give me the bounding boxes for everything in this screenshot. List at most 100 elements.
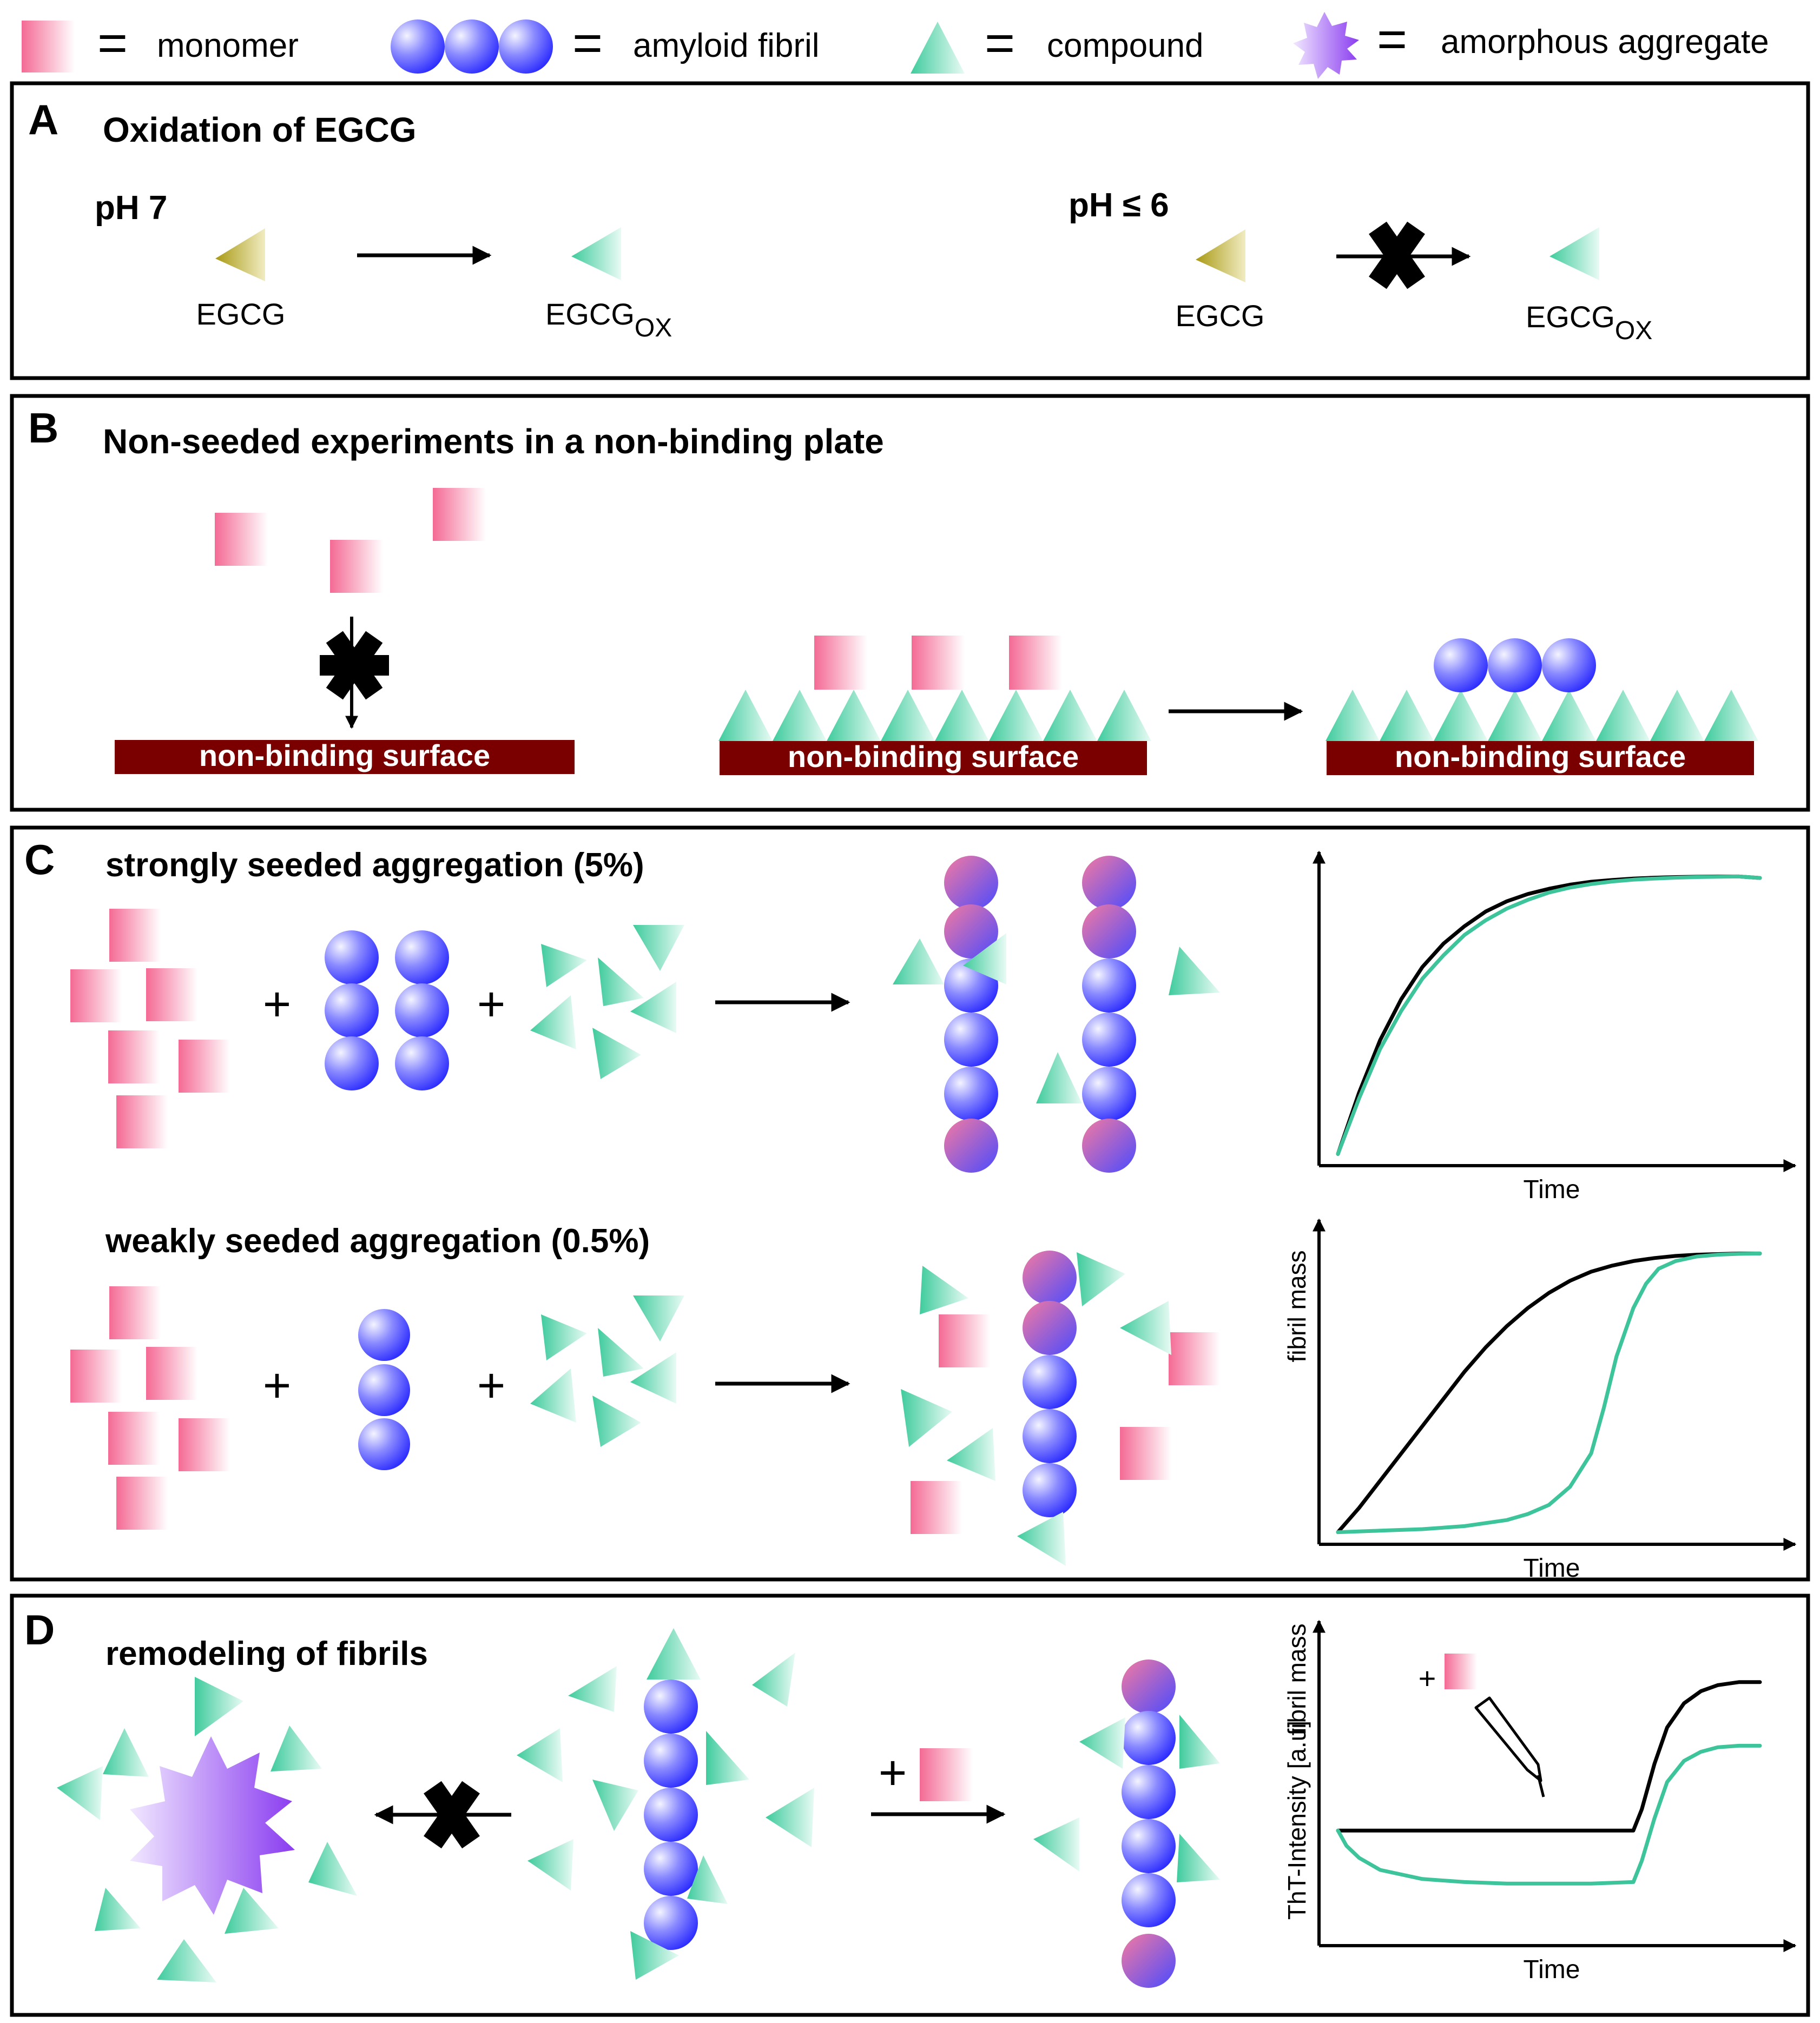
- product-fibril: [944, 856, 998, 1173]
- monomer-group: [70, 1286, 230, 1530]
- legend-monomer-label: monomer: [157, 27, 299, 64]
- legend-monomer-icon: [22, 21, 75, 72]
- legend-equals: =: [985, 14, 1015, 72]
- legend-equals: =: [97, 14, 128, 72]
- monomer-addition: +: [1419, 1654, 1545, 1797]
- plus-sign: +: [263, 977, 292, 1032]
- x-axis-label: Time: [1524, 1955, 1580, 1984]
- panel-b-frame: [10, 394, 1810, 812]
- remodeled-fibril: [644, 1680, 698, 1950]
- compound: [935, 690, 989, 741]
- pipette-icon: [1474, 1696, 1542, 1782]
- ph7-label: pH 7: [95, 189, 167, 227]
- compound-group: [901, 1252, 1171, 1566]
- compound: [1542, 690, 1596, 741]
- seed-fibrils: [325, 930, 449, 1090]
- non-binding-surface: [720, 741, 1147, 775]
- legend-compound-label: compound: [1047, 27, 1204, 64]
- egcg-label: EGCG: [196, 297, 286, 331]
- legend-equals: =: [572, 14, 603, 72]
- monomer: [1445, 1654, 1477, 1689]
- panel-d-title: remodeling of fibrils: [105, 1635, 428, 1672]
- egcg-ox-icon: [1549, 227, 1599, 280]
- legend-fibril-label: amyloid fibril: [633, 27, 820, 64]
- monomer: [433, 488, 486, 541]
- panel-c: C strongly seeded aggregation (5%) + +: [10, 825, 1810, 1582]
- pipette-tip: [1537, 1775, 1545, 1797]
- compound: [1326, 690, 1380, 741]
- compound-layer: [1326, 690, 1758, 741]
- non-binding-surface: [115, 740, 575, 774]
- monomer: [814, 636, 867, 690]
- surface-label: non-binding surface: [199, 738, 490, 772]
- compound-curve: [1336, 1251, 1762, 1535]
- strong-seeded-title: strongly seeded aggregation (5%): [105, 847, 644, 884]
- monomer-group: [911, 1314, 1220, 1534]
- compound-group: [517, 1628, 814, 1980]
- control-curve: [1336, 874, 1762, 1156]
- legend-compound-icon: [911, 22, 965, 74]
- panel-d-frame: [10, 1594, 1810, 2017]
- legend-fibril-icon: [391, 19, 553, 74]
- panel-a: A Oxidation of EGCG pH 7 EGCG EGCGOX pH …: [10, 81, 1810, 380]
- monomer: [912, 636, 965, 690]
- control-curve: [1336, 1680, 1762, 1833]
- compound: [989, 690, 1043, 741]
- compound-curve: [1336, 1743, 1762, 1886]
- product-fibril: [1023, 1251, 1077, 1517]
- fibril: [1434, 638, 1596, 692]
- compound-group: [530, 1295, 684, 1447]
- extended-fibril: [1122, 1660, 1176, 1988]
- compound-group: [1033, 1715, 1220, 1882]
- plus-sign: +: [263, 1359, 292, 1413]
- compound-group: [57, 1677, 357, 1982]
- panel-b: B Non-seeded experiments in a non-bindin…: [10, 394, 1810, 812]
- egcg-icon: [1196, 229, 1245, 282]
- y-axis-label: fibril mass: [1283, 1250, 1311, 1362]
- panel-c-frame: [10, 825, 1810, 1582]
- monomer: [1009, 636, 1062, 690]
- egcg-ox-label: EGCGOX: [1526, 300, 1652, 345]
- panel-d-letter: D: [24, 1606, 55, 1654]
- legend-aggregate-label: amorphous aggregate: [1441, 23, 1769, 61]
- monomer-group: [70, 909, 230, 1148]
- panel-b-letter: B: [28, 404, 58, 452]
- surface-label: non-binding surface: [788, 739, 1079, 774]
- compound: [718, 690, 773, 741]
- compound-group: [893, 933, 1220, 1103]
- control-curve: [1336, 1251, 1762, 1535]
- compound: [1650, 690, 1704, 741]
- compound: [881, 690, 935, 741]
- y-axis-label: ThT-Intensity [a.u]: [1283, 1721, 1311, 1920]
- block-cross-icon: [424, 1781, 480, 1849]
- monomer: [215, 513, 268, 566]
- panel-a-frame: [10, 81, 1810, 380]
- panel-d: D remodeling of fibrils: [10, 1594, 1810, 2017]
- panel-c-letter: C: [24, 836, 55, 883]
- compound: [827, 690, 881, 741]
- egcg-ox-icon: [571, 227, 621, 280]
- monomer: [330, 540, 383, 593]
- panel-b-title: Non-seeded experiments in a non-binding …: [103, 422, 884, 461]
- egcg-label: EGCG: [1176, 299, 1265, 333]
- seed-fibril: [358, 1309, 410, 1470]
- compound: [1488, 690, 1542, 741]
- panel-a-letter: A: [28, 96, 58, 143]
- egcg-ox-label: EGCGOX: [545, 297, 672, 342]
- panel-a-title: Oxidation of EGCG: [103, 110, 417, 149]
- compound: [1434, 690, 1488, 741]
- plus-sign: +: [879, 1746, 907, 1800]
- non-binding-surface: [1327, 741, 1754, 775]
- amorphous-aggregate-icon: [130, 1736, 295, 1915]
- monomer: [920, 1748, 973, 1801]
- chart-remodel: Time ThT-Intensity [a.u] +: [1283, 1619, 1797, 1984]
- y-axis-label: fibril mass: [1283, 1623, 1311, 1735]
- compound: [1704, 690, 1758, 741]
- plus-sign: +: [1419, 1661, 1436, 1695]
- compound-curve: [1336, 874, 1762, 1156]
- weak-seeded-title: weakly seeded aggregation (0.5%): [105, 1222, 650, 1260]
- legend: = monomer = amyloid fibril = compound = …: [22, 10, 1769, 79]
- x-axis-label: Time: [1524, 1175, 1580, 1204]
